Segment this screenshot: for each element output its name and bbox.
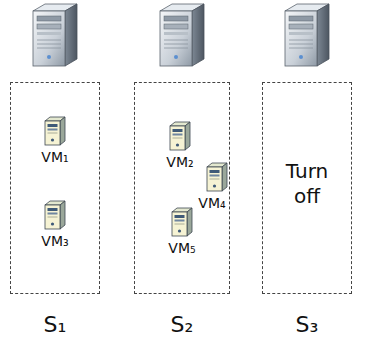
vm-icon	[207, 163, 227, 191]
server-icon	[285, 4, 329, 66]
vm-label: VM₃	[40, 233, 70, 250]
virtual-machine: VM₂	[165, 154, 195, 171]
server-icon	[160, 4, 204, 66]
vm-icon	[45, 117, 65, 145]
virtual-machine: VM₃	[40, 233, 70, 250]
server-group: S₁VM₁VM₃	[10, 82, 100, 294]
virtual-machine: VM₅	[167, 240, 197, 257]
vm-icon	[45, 201, 65, 229]
vm-label: VM₄	[197, 195, 227, 212]
server-group: S₂VM₂VM₄VM₅	[134, 82, 230, 294]
virtual-machine: VM₁	[40, 149, 70, 166]
vm-label: VM₁	[40, 149, 70, 166]
vm-icon	[172, 208, 192, 236]
vm-icon	[170, 122, 190, 150]
virtual-machine: VM₄	[197, 195, 227, 212]
vm-label: VM₅	[167, 240, 197, 257]
server-icon	[33, 4, 77, 66]
server-label: S₃	[296, 312, 319, 338]
status-note: Turn off	[277, 159, 337, 209]
server-group: Turn offS₃	[262, 82, 352, 294]
vm-label: VM₂	[165, 154, 195, 171]
server-label: S₂	[171, 312, 194, 338]
server-label: S₁	[44, 312, 67, 338]
